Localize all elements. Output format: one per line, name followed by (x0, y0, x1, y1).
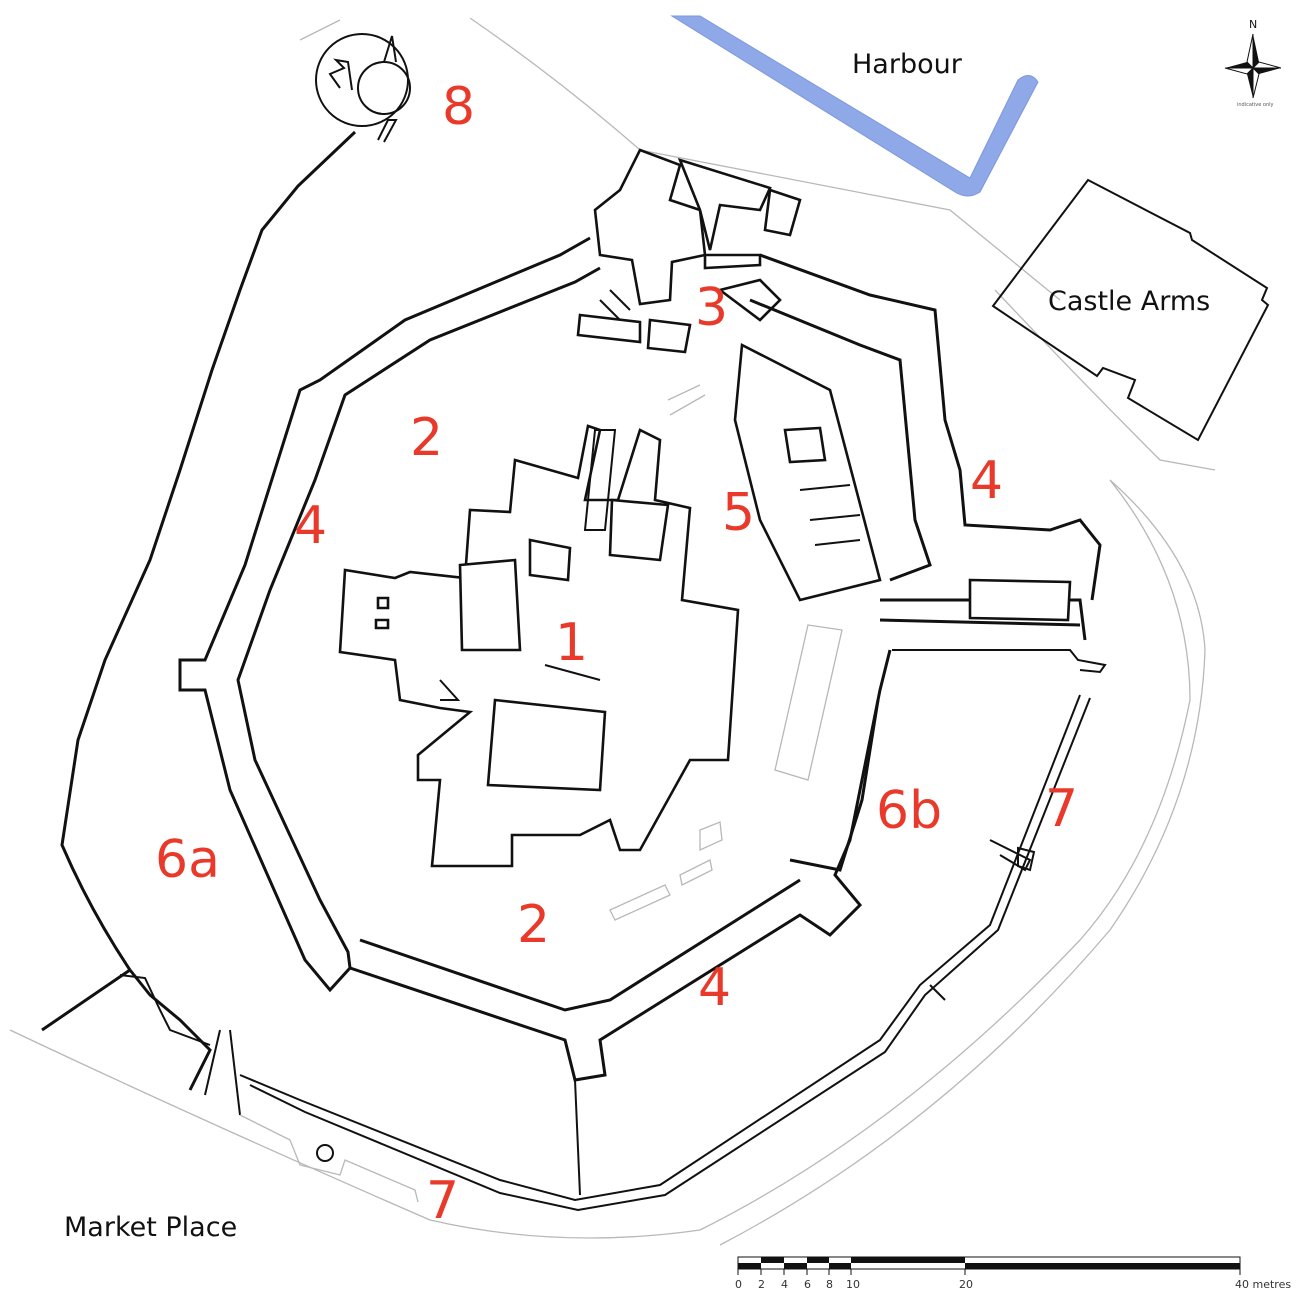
south-gate-area (119, 974, 419, 1203)
scale-bar: 0 2 4 6 8 10 20 40 metres (735, 1256, 1291, 1291)
zone-label-4-south: 4 (698, 958, 731, 1018)
zone-label-6a: 6a (155, 830, 220, 890)
zone-label-4-east: 4 (970, 451, 1003, 511)
svg-text:N: N (1249, 18, 1257, 31)
harbour-label: Harbour (852, 49, 963, 80)
svg-text:10: 10 (846, 1278, 860, 1291)
castle-arms-building (991, 178, 1270, 442)
svg-text:20: 20 (959, 1278, 973, 1291)
outer-bailey-wall (41, 130, 357, 1091)
market-place-label: Market Place (64, 1212, 237, 1243)
zone-label-7-south: 7 (426, 1171, 459, 1231)
zone-label-1: 1 (555, 613, 588, 673)
zone-label-6b: 6b (876, 781, 942, 841)
northeast-range (733, 253, 1102, 641)
svg-text:6: 6 (804, 1278, 811, 1291)
zone-label-3: 3 (695, 278, 728, 338)
svg-text:0: 0 (735, 1278, 742, 1291)
keep-1 (338, 424, 740, 868)
zone-labels: 1 2 2 3 4 4 4 5 6a 6b 7 7 8 (155, 77, 1078, 1231)
zone-label-2-north: 2 (410, 408, 443, 468)
zone-label-7-east: 7 (1045, 779, 1078, 839)
zone-label-4-west: 4 (294, 496, 327, 556)
round-tower-8 (315, 33, 411, 143)
north-arrow-icon: N indicative only (1224, 18, 1282, 108)
zone-label-8: 8 (442, 77, 475, 137)
outer-south-curtain (204, 649, 1107, 1212)
inner-curtain-wall (178, 236, 892, 1082)
svg-text:8: 8 (826, 1278, 833, 1291)
zone-label-2-south: 2 (517, 895, 550, 955)
svg-text:2: 2 (758, 1278, 765, 1291)
castle-arms-label: Castle Arms (1048, 286, 1210, 317)
terrain-outlines (9, 17, 1216, 1246)
bailey-features (609, 384, 843, 921)
svg-text:40 metres: 40 metres (1235, 1278, 1291, 1291)
svg-text:4: 4 (781, 1278, 788, 1291)
zone-label-5: 5 (722, 483, 755, 543)
harbour-quay (670, 15, 1039, 197)
svg-text:indicative only: indicative only (1237, 102, 1274, 108)
gatehouse-3 (576, 148, 802, 354)
